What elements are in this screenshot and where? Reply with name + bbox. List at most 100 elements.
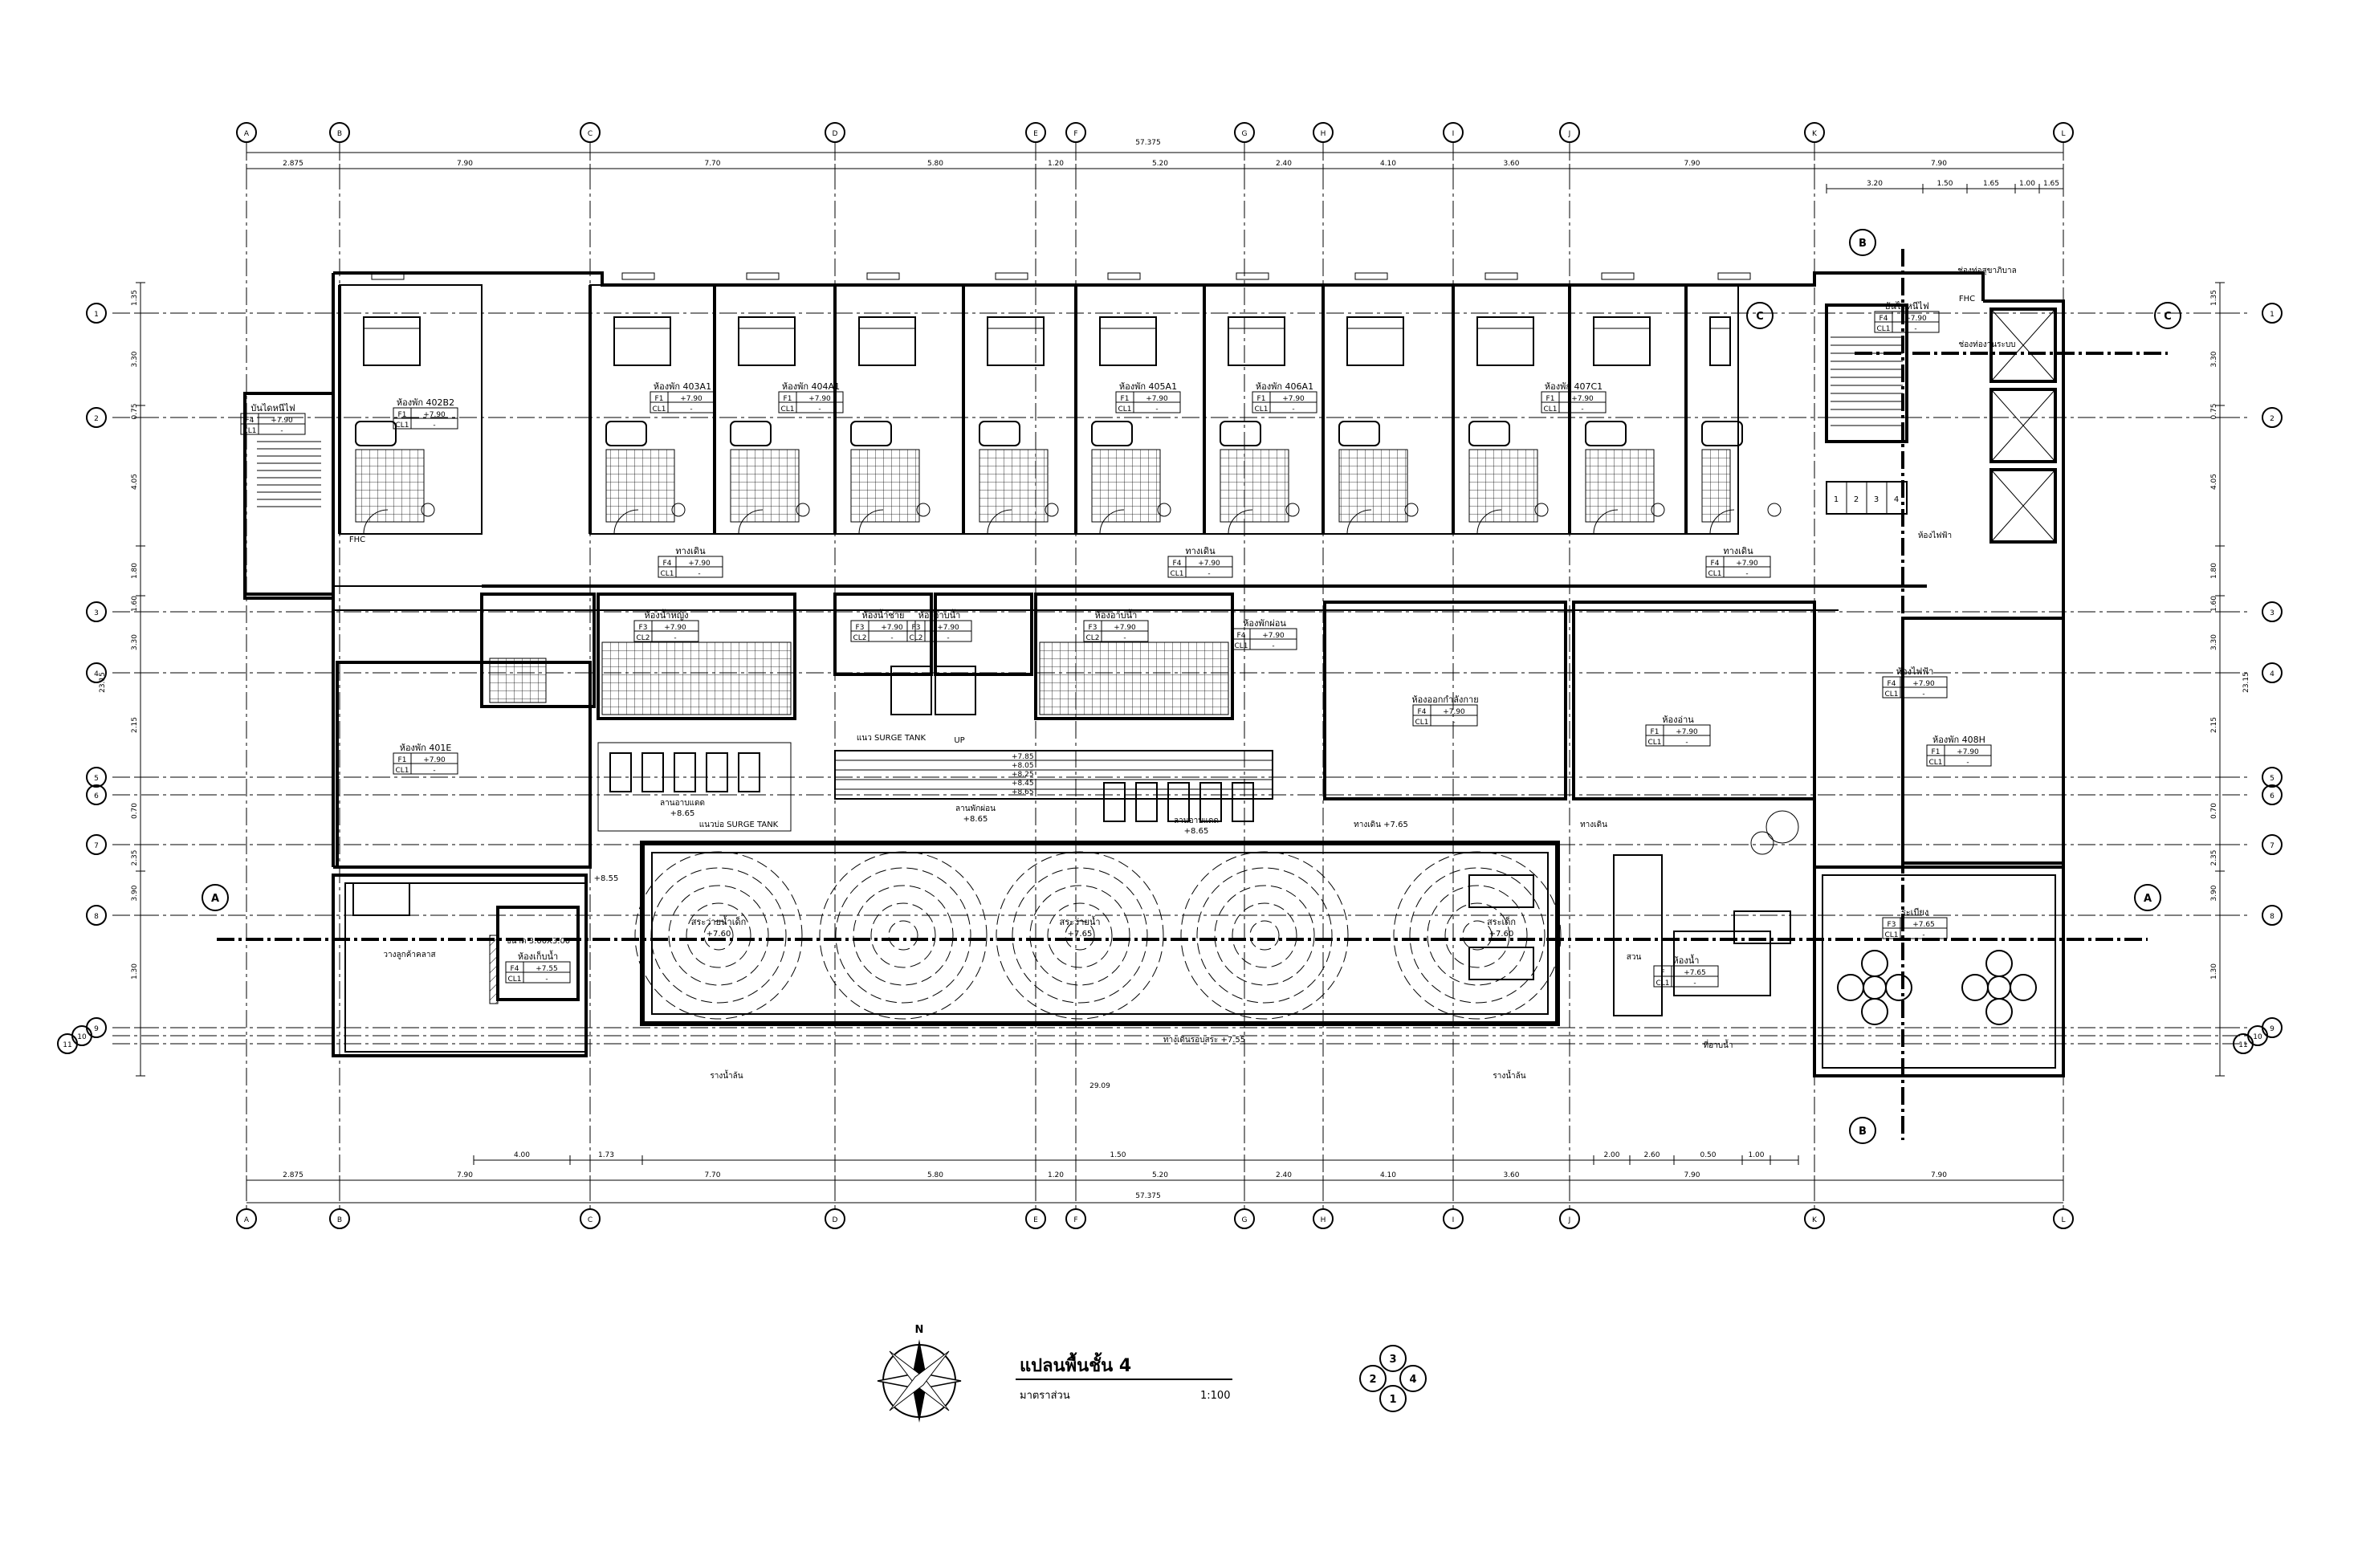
pool-ripple — [1427, 885, 1528, 986]
toilet — [1534, 503, 1549, 517]
room-name: ทางเดิน — [1185, 546, 1216, 556]
dimension-value: 0.75 — [131, 403, 139, 419]
room-ceiling-value: - — [1685, 739, 1688, 747]
shower-out-label: ที่อาบน้ำ — [1703, 1039, 1733, 1050]
pillow — [1709, 316, 1731, 329]
grid-bubble-label-11: 11 — [63, 1041, 71, 1049]
dimension-value: 7.90 — [1931, 1171, 1947, 1179]
bathroom-floor — [850, 449, 920, 523]
pillow — [1099, 316, 1157, 329]
grid-bubble-1 — [86, 303, 107, 324]
svg-text:A: A — [2144, 893, 2152, 905]
bathtub — [1338, 421, 1380, 446]
grid-bubble-label-6: 6 — [2270, 792, 2275, 800]
room-level: +7.55 — [536, 965, 558, 973]
room-ceiling-tag: CL1 — [1170, 570, 1183, 578]
window — [621, 272, 655, 280]
door-swing — [1228, 509, 1253, 535]
room-ceiling-tag: CL1 — [242, 427, 256, 435]
scale-label: มาตราส่วน — [1020, 1390, 1070, 1402]
pool-ripple — [888, 920, 918, 951]
bathtub — [850, 421, 892, 446]
bed — [613, 316, 671, 366]
bathroom-floor — [355, 449, 425, 523]
grid-bubble-2 — [86, 407, 107, 428]
window — [371, 272, 405, 280]
grid-bubble-8 — [2262, 905, 2283, 926]
surge-tank-label: แนว SURGE TANK — [857, 734, 927, 743]
dimension-value: 1.50 — [1110, 1151, 1126, 1159]
room-floor-tag: F4 — [1173, 560, 1182, 568]
grid-bubble-label-4: 4 — [2270, 670, 2275, 678]
grid-bubble-label-9: 9 — [94, 1025, 99, 1033]
grid-bubble-L — [2053, 1208, 2074, 1229]
grid-bubble-H — [1313, 1208, 1334, 1229]
walkway-pool-label: ทางเดินรอบสระ +7.55 — [1163, 1036, 1245, 1045]
room-ceiling-value: - — [1693, 979, 1696, 988]
room-name: บันไดหนีไฟ — [250, 403, 295, 413]
sun-lounger — [609, 752, 632, 792]
grid-bubble-label-4: 4 — [94, 670, 99, 678]
grid-bubble-label-1: 1 — [2270, 311, 2275, 319]
room-ceiling-tag: CL1 — [1876, 325, 1890, 333]
grid-bubble-label-A: A — [244, 130, 250, 138]
grid-bubble-11 — [57, 1033, 78, 1054]
drawing-title: แปลนพื้นชั้น 4 มาตราส่วน 1:100 — [1016, 1352, 1232, 1402]
grid-bubble-J — [1559, 1208, 1580, 1229]
room-ceiling-value: - — [1745, 570, 1748, 578]
room-ceiling-value: - — [1123, 634, 1126, 642]
key-2: 2 — [1369, 1374, 1376, 1386]
grid-bubble-label-10: 10 — [2253, 1033, 2262, 1041]
room-ceiling-tag: CL1 — [1928, 759, 1942, 767]
svg-text:C: C — [2164, 311, 2172, 323]
window — [1717, 272, 1751, 280]
dimension-value: 7.90 — [1684, 1171, 1700, 1179]
room-level: +7.90 — [808, 395, 831, 403]
dimension-value: 3.60 — [1503, 1171, 1519, 1179]
room-ceiling-value: - — [1922, 690, 1924, 698]
room-ceiling-value: - — [280, 427, 283, 435]
grid-bubble-K — [1804, 1208, 1825, 1229]
room-level: +7.65 — [1684, 969, 1706, 977]
window — [1484, 272, 1518, 280]
grid-bubble-label-5: 5 — [94, 775, 99, 783]
window — [1601, 272, 1635, 280]
dimension-value: 4.05 — [131, 474, 139, 490]
toilet — [1404, 503, 1419, 517]
door-swing — [363, 509, 389, 535]
grid-bubble-label-B: B — [337, 130, 342, 138]
dimension-value: 1.35 — [131, 290, 139, 306]
grid-bubble-label-10: 10 — [77, 1033, 87, 1041]
window — [995, 272, 1028, 280]
room-floor-tag: F3 — [1089, 624, 1098, 632]
room-level: +7.90 — [1282, 395, 1305, 403]
room-level: +7.90 — [1262, 632, 1285, 640]
pool-ripple — [1047, 902, 1113, 968]
dimension-value: 1.20 — [1048, 1171, 1064, 1179]
grid-bubble-label-1: 1 — [94, 311, 99, 319]
grid-bubble-label-E: E — [1033, 130, 1038, 138]
bathtub — [1701, 421, 1743, 446]
bathtub — [605, 421, 647, 446]
bathroom-floor — [1468, 449, 1538, 523]
dimension-value: 2.875 — [283, 1171, 303, 1179]
walkway-label: ทางเดิน +7.65 — [1354, 821, 1408, 829]
pool-left-label: สระว่ายน้ำเด็ก — [691, 915, 747, 927]
sun-lounger — [674, 752, 696, 792]
door-swing — [1099, 509, 1125, 535]
room-ceiling-value: - — [947, 634, 949, 642]
dimension-value: 2.15 — [2210, 717, 2218, 733]
room-ceiling-tag: CL2 — [853, 634, 866, 642]
pool-deck-stairs — [834, 750, 1273, 800]
toilet — [1767, 503, 1782, 517]
room-level: +7.90 — [937, 624, 959, 632]
pool-right-level: +7.60 — [1489, 930, 1514, 939]
key-plan-symbol: 3 2 4 1 — [1359, 1345, 1427, 1412]
bed — [1099, 316, 1157, 366]
